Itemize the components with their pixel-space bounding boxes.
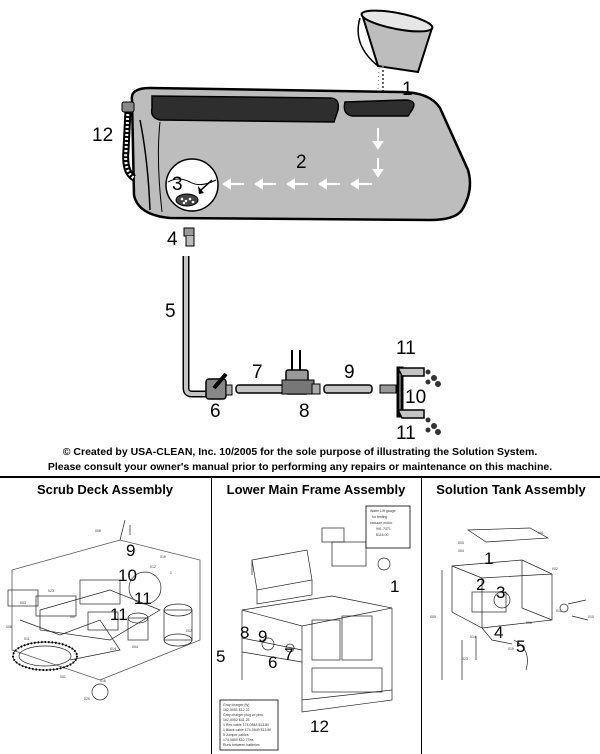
price-line-2: 162-5051 $12.22 bbox=[223, 708, 250, 712]
frame-callout-7: 7 bbox=[284, 645, 293, 664]
frame-callout-5: 5 bbox=[216, 647, 225, 666]
water-lift-note: Water Lift gauge for testing vacuum moto… bbox=[365, 505, 411, 549]
scrub-deck-drawing: 008 003 006 007 012 1 002 004 001 029 016 011 01… bbox=[6, 519, 201, 701]
svg-text:003: 003 bbox=[20, 601, 26, 605]
scrub-callout-11-left: 11 bbox=[110, 605, 128, 624]
svg-text:003: 003 bbox=[458, 541, 464, 545]
callout-8: 8 bbox=[299, 401, 310, 422]
svg-text:029: 029 bbox=[84, 697, 90, 701]
scrub-callout-9: 9 bbox=[126, 541, 135, 560]
tube-segment-9 bbox=[323, 384, 373, 394]
scrub-deck-title: Scrub Deck Assembly bbox=[36, 482, 174, 497]
price-line-7: 5 Jumper cables bbox=[223, 733, 249, 737]
frame-callout-6: 6 bbox=[268, 653, 277, 672]
callout-1: 1 bbox=[402, 79, 413, 100]
svg-text:007: 007 bbox=[70, 615, 76, 619]
svg-text:023: 023 bbox=[48, 589, 54, 593]
frame-callout-12: 12 bbox=[310, 717, 329, 736]
lower-main-frame-drawing: Water Lift gauge for testing vacuum moto… bbox=[216, 505, 411, 751]
note-line-2: for testing bbox=[372, 515, 387, 519]
callout-5: 5 bbox=[165, 301, 176, 322]
tank-callout-3: 3 bbox=[496, 583, 505, 602]
svg-text:008: 008 bbox=[95, 529, 101, 533]
price-line-3: Gray charger plug w/ pins bbox=[223, 713, 263, 717]
manual-notice-caption: Please consult your owner's manual prior… bbox=[47, 461, 553, 473]
price-line-4: 162-5052 $41.25 bbox=[223, 718, 250, 722]
scrub-callout-10: 10 bbox=[118, 566, 137, 585]
elbow-fitting-illustration bbox=[183, 227, 195, 247]
callout-4: 4 bbox=[167, 229, 178, 250]
tank-callout-2: 2 bbox=[476, 575, 485, 594]
note-line-1: Water Lift gauge bbox=[370, 509, 396, 513]
svg-text:004: 004 bbox=[458, 549, 464, 553]
price-line-1: Gray charger (ty) bbox=[223, 703, 249, 707]
lower-main-frame-title: Lower Main Frame Assembly bbox=[226, 482, 406, 497]
svg-text:010: 010 bbox=[588, 615, 594, 619]
solution-tank-drawing: 001 003 004 002 000 006 011 010 014 023 019 1 2… bbox=[430, 527, 594, 680]
note-line-3: vacuum motor. bbox=[370, 521, 393, 525]
price-line-6: 1 Black cable 174-0849 $13.80 bbox=[223, 728, 271, 732]
valve-illustration bbox=[205, 372, 233, 400]
callout-9: 9 bbox=[344, 362, 355, 383]
solenoid-valve-illustration bbox=[281, 350, 321, 395]
callout-12: 12 bbox=[92, 125, 113, 146]
svg-text:011: 011 bbox=[24, 637, 30, 641]
battery-price-box: Gray charger (ty) 162-5051 $12.22 Gray c… bbox=[219, 699, 279, 751]
lower-main-frame-panel: Lower Main Frame Assembly Water bbox=[212, 478, 420, 754]
tank-callout-4: 4 bbox=[494, 623, 503, 642]
svg-text:006: 006 bbox=[6, 625, 12, 629]
svg-text:011: 011 bbox=[556, 609, 562, 613]
price-line-9: Runs between batteries bbox=[223, 743, 260, 747]
drain-hose-illustration bbox=[121, 101, 137, 181]
svg-text:012: 012 bbox=[150, 565, 156, 569]
svg-text:019: 019 bbox=[160, 555, 166, 559]
copyright-caption: © Created by USA-CLEAN, Inc. 10/2005 for… bbox=[62, 446, 538, 458]
callout-11-top: 11 bbox=[396, 338, 416, 359]
svg-text:014: 014 bbox=[110, 647, 116, 651]
svg-text:1: 1 bbox=[170, 571, 172, 575]
svg-text:002: 002 bbox=[552, 567, 558, 571]
svg-text:002: 002 bbox=[186, 629, 192, 633]
callout-7: 7 bbox=[252, 362, 263, 383]
assembly-panels: Scrub Deck Assembly bbox=[0, 476, 600, 754]
svg-text:014: 014 bbox=[470, 635, 476, 639]
panel-divider bbox=[421, 478, 422, 754]
solution-tank-illustration bbox=[130, 86, 472, 222]
svg-text:001: 001 bbox=[60, 675, 66, 679]
svg-text:001: 001 bbox=[538, 531, 544, 535]
svg-text:000: 000 bbox=[430, 615, 436, 619]
tank-callout-1: 1 bbox=[484, 549, 493, 568]
callout-10: 10 bbox=[405, 387, 426, 408]
frame-callout-8: 8 bbox=[240, 623, 249, 642]
note-line-4: 991-7071 bbox=[376, 527, 391, 531]
solution-system-diagram: 1 2 3 4 5 6 7 8 9 10 11 11 12 bbox=[92, 9, 472, 444]
scrub-callout-11-right: 11 bbox=[134, 589, 152, 608]
svg-text:019: 019 bbox=[508, 647, 514, 651]
svg-text:004: 004 bbox=[132, 645, 138, 649]
svg-text:023: 023 bbox=[462, 657, 468, 661]
tee-fitting-illustration bbox=[379, 366, 425, 419]
panel-divider bbox=[211, 478, 212, 754]
frame-callout-1: 1 bbox=[390, 577, 399, 596]
bucket-illustration bbox=[357, 9, 434, 118]
spray-drops-icon bbox=[425, 369, 441, 435]
callout-2: 2 bbox=[296, 152, 307, 173]
callout-6: 6 bbox=[210, 401, 221, 422]
note-line-5: $116.00 bbox=[376, 533, 388, 537]
callout-3: 3 bbox=[172, 174, 183, 195]
scrub-deck-panel: Scrub Deck Assembly bbox=[0, 478, 210, 754]
tank-callout-5: 5 bbox=[516, 637, 525, 656]
price-line-5: 1 Red cable 174-0848 $13.80 bbox=[223, 723, 269, 727]
frame-callout-9: 9 bbox=[258, 627, 267, 646]
solution-tank-title: Solution Tank Assembly bbox=[436, 482, 586, 497]
svg-text:016: 016 bbox=[100, 679, 106, 683]
callout-11-bottom: 11 bbox=[396, 423, 416, 444]
hose-illustration bbox=[182, 256, 206, 398]
tube-segment-7 bbox=[235, 384, 285, 394]
price-line-8: 174-0850 $10.77ea bbox=[223, 738, 253, 742]
svg-text:006: 006 bbox=[526, 621, 532, 625]
